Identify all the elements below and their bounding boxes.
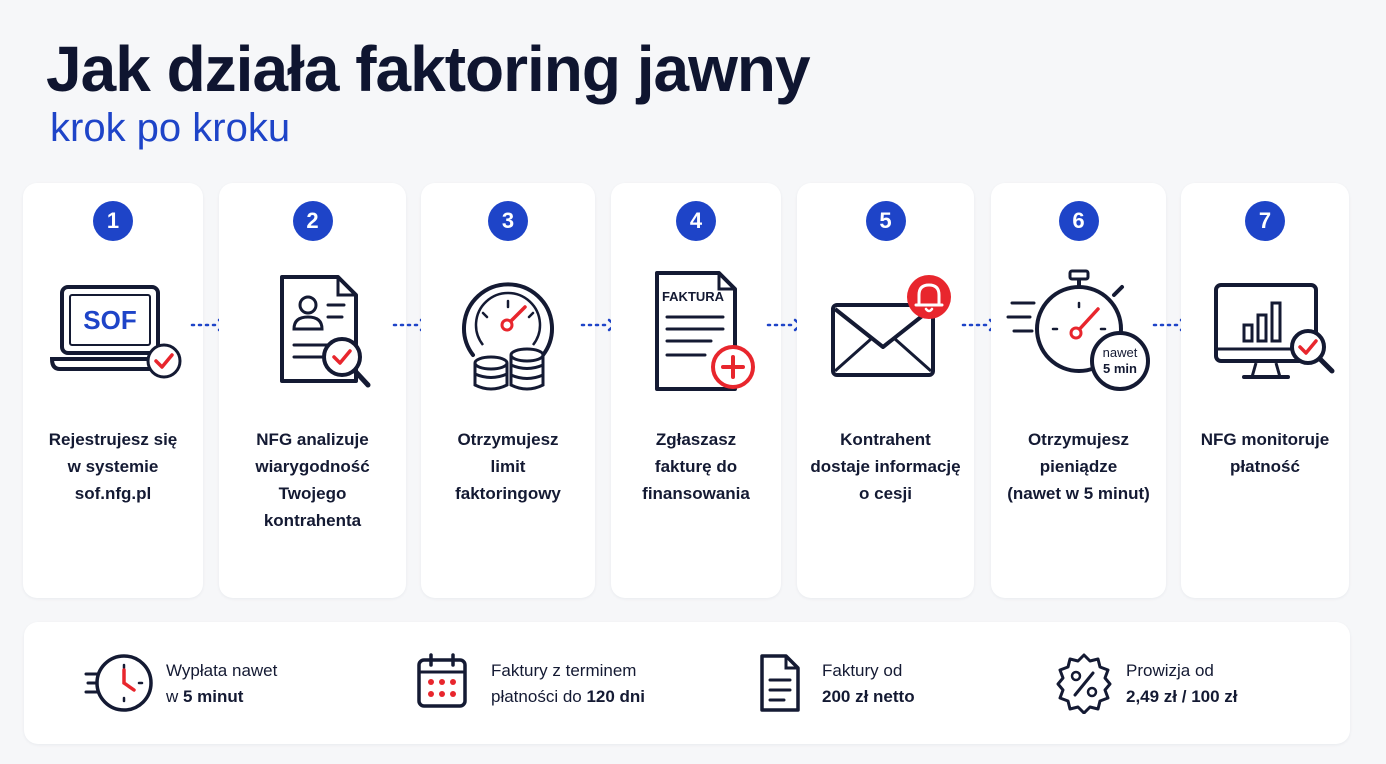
step-number-badge: 7 (1245, 201, 1285, 241)
step-number-badge: 6 (1058, 201, 1099, 241)
steps-row: 1 SOF Rejestrujesz się w systemie sof.nf… (0, 183, 1386, 598)
step-label: Zgłaszasz fakturę do finansowania (642, 430, 750, 503)
step-number-badge: 3 (488, 201, 528, 241)
invoice-plus-icon: FAKTURA (621, 263, 771, 403)
step-number-badge: 4 (676, 201, 716, 241)
step-number-badge: 5 (865, 201, 906, 241)
sof-icon-text: SOF (83, 305, 136, 335)
laptop-sof-check-icon: SOF (38, 263, 188, 403)
step-number-badge: 2 (292, 201, 333, 241)
stopwatch-text-line2: 5 min (1103, 361, 1137, 376)
step-label: Rejestrujesz się w systemie sof.nfg.pl (48, 430, 178, 503)
calendar-icon (409, 652, 479, 714)
gauge-coins-icon (433, 263, 583, 403)
stopwatch-text-line1: nawet (1102, 345, 1137, 360)
faktura-icon-text: FAKTURA (662, 289, 725, 304)
step-card-3: 3 Otrzymujesz limit faktoringowy (421, 183, 595, 598)
document-icon (740, 652, 810, 714)
step-card-6: 6 nawet 5 min Otrzymujesz pieniądze (naw… (991, 183, 1166, 598)
step-card-1: 1 SOF Rejestrujesz się w systemie sof.nf… (23, 183, 203, 598)
stopwatch-icon: nawet 5 min (1004, 263, 1154, 403)
step-number-badge: 1 (93, 201, 133, 241)
step-card-2: 2 NFG analizuje wiarygodność Twojego kon… (219, 183, 406, 598)
feature-text: Wypłata nawet w 5 minut (166, 661, 278, 706)
feature-text: Faktury z terminem płatności do 120 dni (491, 661, 646, 706)
page-title: Jak działa faktoring jawny (46, 33, 811, 105)
percent-badge-icon (1044, 652, 1114, 714)
features-bar: Wypłata nawet w 5 minut Faktury z termin… (24, 622, 1350, 744)
feature-text: Faktury od 200 zł netto (822, 661, 915, 706)
step-label: NFG monitoruje płatność (1200, 430, 1330, 476)
step-label: Otrzymujesz pieniądze (nawet w 5 minut) (1007, 430, 1150, 503)
document-magnifier-icon (238, 263, 388, 403)
envelope-bell-icon (811, 263, 961, 403)
step-card-7: 7 NFG monitoruje płatność (1181, 183, 1349, 598)
step-card-4: 4 FAKTURA Zgłaszasz fakturę do finansowa… (611, 183, 781, 598)
monitor-chart-icon (1190, 263, 1340, 403)
step-card-5: 5 Kontrahent dostaje informację o cesji (797, 183, 974, 598)
feature-text: Prowizja od 2,49 zł / 100 zł (1126, 661, 1238, 706)
clock-icon (84, 652, 154, 714)
step-label: NFG analizuje wiarygodność Twojego kontr… (255, 430, 370, 530)
step-label: Otrzymujesz limit faktoringowy (455, 430, 561, 503)
step-label: Kontrahent dostaje informację o cesji (810, 430, 961, 503)
page-subtitle: krok po kroku (50, 106, 291, 150)
